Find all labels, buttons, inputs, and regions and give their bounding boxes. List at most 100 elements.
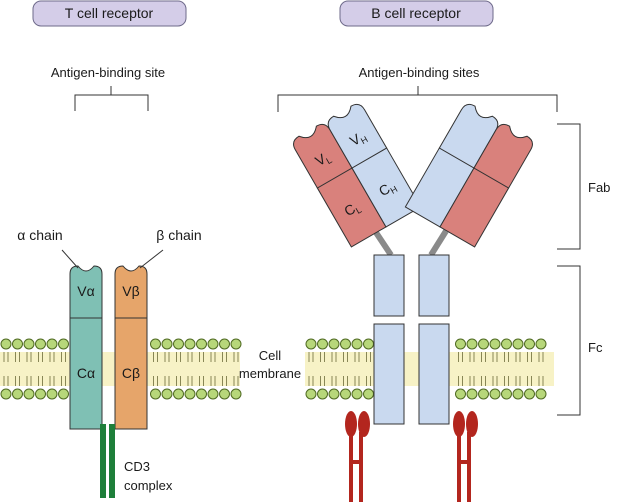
membrane-label-line2: membrane (239, 366, 301, 381)
lipid-head (524, 388, 535, 400)
lipid-head (46, 388, 58, 400)
v-beta-label: Vβ (122, 283, 139, 299)
lipid-head (0, 388, 12, 400)
bcr-title-box: B cell receptor (339, 0, 494, 27)
lipid-head (305, 388, 317, 400)
lipid-head (340, 388, 351, 400)
tcr-membrane (0, 338, 242, 400)
beta-chain-leader (139, 249, 164, 269)
lipid-head (501, 338, 512, 350)
lipid-head (478, 338, 489, 350)
cd3-label-line1: CD3 (124, 459, 150, 474)
fab-label: Fab (588, 180, 610, 195)
anchor-right (453, 411, 478, 502)
lipid-head (161, 388, 173, 400)
lipid-head (173, 338, 184, 350)
lipid-head (58, 388, 69, 400)
lipid-head (455, 338, 466, 350)
lipid-head (150, 388, 161, 400)
c-alpha-label: Cα (77, 365, 95, 381)
lipid-head (12, 338, 23, 350)
lipid-head (207, 338, 219, 350)
lipid-head (196, 338, 207, 350)
lipid-head (363, 388, 374, 400)
lipid-head (58, 338, 69, 350)
v-beta-domain (114, 265, 148, 319)
tcr-binding-site-label: Antigen-binding site (51, 65, 165, 80)
alpha-chain-label: α chain (17, 227, 62, 243)
lipid-head (328, 338, 340, 350)
lipid-head (230, 338, 242, 350)
lipid-head (35, 338, 46, 350)
v-l-domain (293, 123, 353, 189)
lipid-head (363, 338, 374, 350)
lipid-head (535, 338, 547, 350)
c-beta-label: Cβ (122, 365, 140, 381)
lipid-head (161, 338, 173, 350)
membrane-label-line1: Cell (259, 348, 282, 363)
cd3-label-line2: complex (124, 478, 173, 493)
lipid-head (466, 338, 478, 350)
lipid-head (501, 388, 512, 400)
lipid-head (219, 338, 230, 350)
right-hinge (428, 229, 449, 257)
lipid-head (535, 388, 547, 400)
lipid-head (184, 338, 196, 350)
bcr-binding-bracket (277, 86, 558, 112)
lipid-head (512, 388, 524, 400)
lipid-head (196, 388, 207, 400)
lipid-head (207, 388, 219, 400)
lipid-head (23, 388, 35, 400)
lipid-head (340, 338, 351, 350)
tcr-title: T cell receptor (65, 5, 154, 21)
lipid-head (219, 388, 230, 400)
lipid-head (455, 388, 466, 400)
lipid-head (351, 338, 363, 350)
cd3-complex (100, 424, 115, 498)
lipid-head (305, 338, 317, 350)
lipid-head (23, 338, 35, 350)
lipid-head (173, 388, 184, 400)
lipid-head (317, 388, 328, 400)
lipid-head (328, 388, 340, 400)
fab-bracket (557, 123, 581, 250)
fc-region (373, 254, 450, 425)
lipid-head (524, 338, 535, 350)
tcr-alpha-chain: Vα Cα (69, 265, 103, 430)
left-hinge (372, 229, 394, 257)
lipid-head (0, 338, 12, 350)
lipid-head (489, 338, 501, 350)
fc-bracket (557, 265, 581, 416)
lipid-head (478, 388, 489, 400)
lipid-head (512, 338, 524, 350)
tcr-title-box: T cell receptor (32, 0, 187, 27)
lipid-head (466, 388, 478, 400)
left-fab-arm: VL VH CL CH (293, 103, 422, 248)
lipid-head (184, 388, 196, 400)
v-h-domain (327, 103, 388, 169)
c-alpha-domain (69, 317, 103, 430)
lipid-head (150, 338, 161, 350)
alpha-chain-leader (61, 249, 79, 269)
c-beta-domain (114, 317, 148, 430)
fc-label: Fc (588, 340, 603, 355)
tcr-beta-chain: Vβ Cβ (114, 265, 148, 430)
anchor-left (345, 411, 370, 502)
membrane-anchors (345, 411, 478, 502)
beta-chain-label: β chain (156, 227, 201, 243)
lipid-head (489, 388, 501, 400)
right-fab-arm (404, 103, 533, 248)
bcr-binding-sites-label: Antigen-binding sites (359, 65, 480, 80)
lipid-head (12, 388, 23, 400)
bcr-title: B cell receptor (371, 5, 461, 21)
lipid-head (230, 388, 242, 400)
tcr-binding-bracket (74, 86, 149, 111)
lipid-head (317, 338, 328, 350)
v-alpha-label: Vα (77, 283, 94, 299)
lipid-head (35, 388, 46, 400)
lipid-head (46, 338, 58, 350)
lipid-head (351, 388, 363, 400)
v-alpha-domain (69, 265, 103, 319)
